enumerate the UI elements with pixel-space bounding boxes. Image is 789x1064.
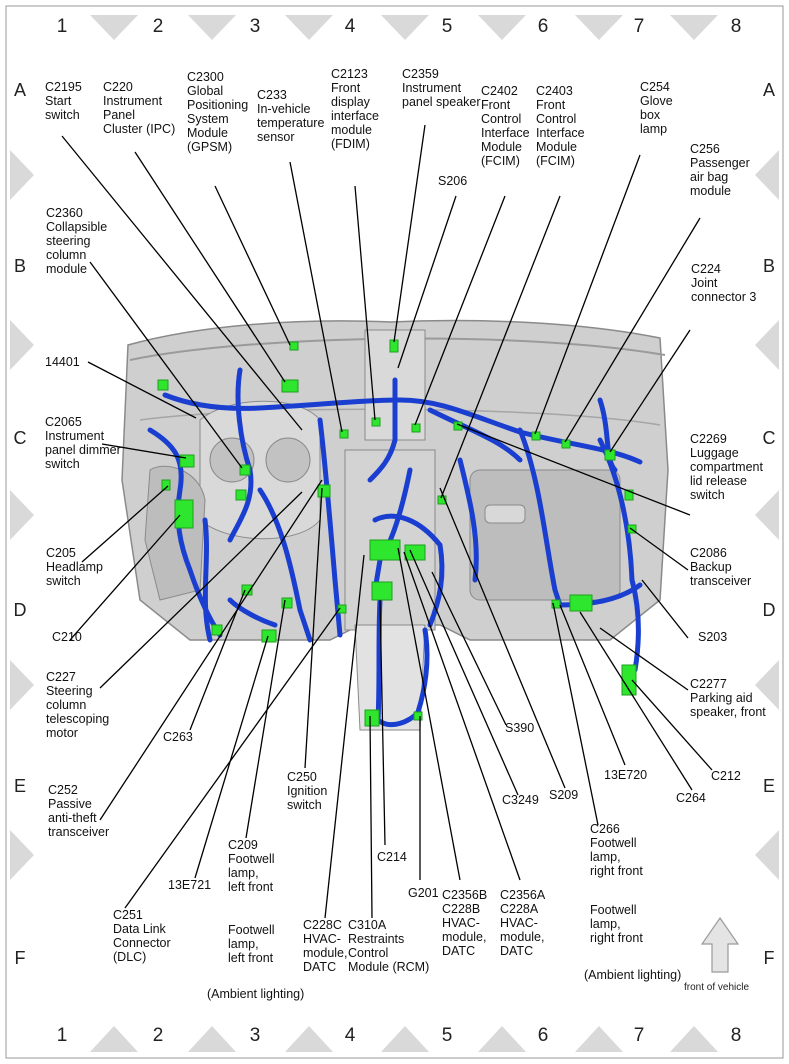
grid-row-f-left: F [14,948,26,968]
top-chevrons [90,15,718,40]
label-ambient-right: (Ambient lighting) [584,968,682,982]
grid-column-7-bottom: 7 [633,1025,645,1046]
label-c254: C254 Glove box lamp [640,80,673,136]
grid-row-d-right: D [762,600,776,620]
up-arrow-icon [700,916,740,973]
label-s206: S206 [438,174,468,188]
label-c2277: C2277 Parking aid speaker, front [690,677,766,719]
label-c210: C210 [52,630,82,644]
grid-column-2-bottom: 2 [152,1025,164,1046]
grid-row-f-right: F [763,948,775,968]
label-c2195: C2195 Start switch [45,80,82,122]
right-chevrons [755,150,779,880]
label-c250: C250 Ignition switch [287,770,328,812]
grid-column-6-top: 6 [537,16,549,37]
leader-lines [61,124,713,919]
label-c310a: C310A Restraints Control Module (RCM) [348,918,430,974]
label-s390: S390 [505,721,535,735]
label-c256: C256 Passenger air bag module [690,142,750,198]
label-c2403: C2403 Front Control Interface Module (FC… [536,84,585,168]
label-footwell-right: Footwell lamp, right front [590,903,643,945]
label-s203: S203 [698,630,728,644]
grid-row-c-left: C [13,428,27,448]
label-c3249: C3249 [502,793,539,807]
label-c205: C205 Headlamp switch [46,546,103,588]
label-14401: 14401 [45,355,80,369]
left-chevrons [10,150,34,880]
grid-column-4-bottom: 4 [344,1025,356,1046]
grid-row-b-left: B [13,256,26,276]
grid-column-3-top: 3 [249,16,261,37]
grid-row-e-right: E [762,776,775,796]
label-c263: C263 [163,730,193,744]
connectors [157,339,637,727]
label-c224: C224 Joint connector 3 [691,262,757,304]
label-c266: C266 Footwell lamp, right front [590,822,643,878]
label-ambient-left: (Ambient lighting) [207,987,305,1001]
label-c228c: C228C HVAC- module, DATC [303,918,348,974]
grid-column-7-top: 7 [633,16,645,37]
grid-row-d-left: D [13,600,27,620]
grid-column-1-bottom: 1 [56,1025,68,1046]
front-of-vehicle-note: front of vehicle [684,982,750,993]
grid-column-3-bottom: 3 [249,1025,261,1046]
label-c220: C220 Instrument Panel Cluster (IPC) [103,80,176,136]
label-c2356b: C2356B C228B HVAC- module, DATC [442,888,488,958]
label-c2402: C2402 Front Control Interface Module (FC… [481,84,530,168]
label-footwell-left: Footwell lamp, left front [228,923,275,965]
grid-row-b-right: B [762,256,775,276]
label-c2086: C2086 Backup transceiver [690,546,752,588]
grid-column-5-bottom: 5 [441,1025,453,1046]
label-c252: C252 Passive anti-theft transceiver [48,783,110,839]
label-c2123: C2123 Front display interface module (FD… [331,67,379,151]
label-c2359: C2359 Instrument panel speaker [402,67,481,109]
label-s209: S209 [549,788,579,802]
grid-column-1-top: 1 [56,16,68,37]
instrument-panel [121,319,669,731]
label-c2300: C2300 Global Positioning System Module (… [187,70,249,154]
grid-column-6-bottom: 6 [537,1025,549,1046]
label-13e721: 13E721 [168,878,212,892]
label-c2065: C2065 Instrument panel dimmer switch [45,415,121,471]
grid-column-5-top: 5 [441,16,453,37]
grid-row-c-right: C [762,428,776,448]
label-13e720: 13E720 [604,768,648,782]
grid-column-8-bottom: 8 [730,1025,742,1046]
label-c2356a: C2356A C228A HVAC- module, DATC [500,888,546,958]
label-c214: C214 [377,850,407,864]
grid-row-a-left: A [13,80,26,100]
label-c209: C209 Footwell lamp, left front [228,838,275,894]
label-g201: G201 [408,886,439,900]
label-c233: C233 In-vehicle temperature sensor [257,88,325,144]
label-c251: C251 Data Link Connector (DLC) [113,908,171,964]
label-c2269: C2269 Luggage compartment lid release sw… [690,432,763,502]
grid-column-4-top: 4 [344,16,356,37]
grid-column-2-top: 2 [152,16,164,37]
bottom-chevrons [90,1026,718,1052]
grid-column-8-top: 8 [730,16,742,37]
grid-row-a-right: A [762,80,775,100]
label-c227: C227 Steering column telescoping motor [46,670,110,740]
label-c2360: C2360 Collapsible steering column module [46,206,108,276]
grid-row-e-left: E [13,776,26,796]
label-c264: C264 [676,791,706,805]
label-c212: C212 [711,769,741,783]
